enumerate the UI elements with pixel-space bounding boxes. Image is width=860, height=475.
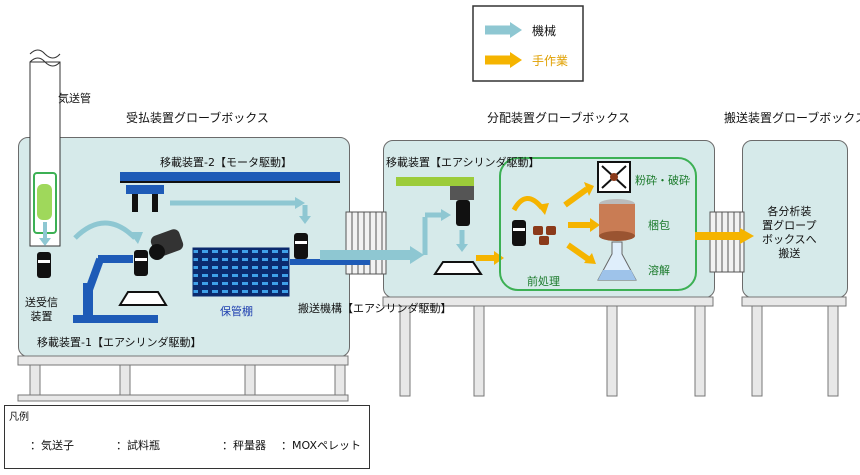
- section-distribution: 分配装置グローブボックス: [487, 111, 630, 125]
- pretreat-label: 前処理: [527, 275, 560, 288]
- grind-label: 粉砕・破砕: [635, 174, 690, 187]
- legend-carrier: ：気送子: [30, 439, 74, 452]
- destination-label: 各分析装 置グロープ ボックスへ 搬送: [762, 205, 817, 260]
- transfer-air-label: 移載装置【エアシリンダ駆動】: [386, 156, 540, 169]
- transfer1-label: 移載装置-1【エアシリンダ駆動】: [37, 336, 202, 349]
- legend-scale: ：秤量器: [222, 439, 266, 452]
- storage-shelf: [192, 247, 290, 297]
- stands: [17, 296, 847, 402]
- legend-bottle: ：試料瓶: [116, 439, 160, 452]
- bottom-legend: [4, 405, 370, 469]
- transfer2-rail: [120, 172, 340, 181]
- legend-manual-label: 手作業: [532, 54, 569, 68]
- carrier-icon: [37, 184, 52, 220]
- transceiver-label: 送受信 装置: [25, 296, 58, 323]
- pretreat-frame: [499, 157, 697, 291]
- pack-icon: [599, 204, 635, 236]
- section-receiving: 受払装置グローブボックス: [126, 111, 269, 125]
- section-transport: 搬送装置グローブボックス: [724, 111, 860, 125]
- dissolve-label: 溶解: [648, 264, 670, 277]
- transfer2-label: 移載装置-2【モータ駆動】: [160, 156, 292, 169]
- legend-pellet: ：MOXペレット: [281, 439, 361, 452]
- legend-title: 凡例: [9, 412, 29, 423]
- conveyor-label: 搬送機構【エアシリンダ駆動】: [298, 302, 452, 315]
- pack-label: 梱包: [648, 219, 670, 232]
- legend-machine-label: 機械: [532, 24, 557, 38]
- sample-bottle-icon: [37, 252, 51, 278]
- storage-label: 保管棚: [220, 305, 253, 318]
- pipe-label: 気送管: [58, 92, 91, 105]
